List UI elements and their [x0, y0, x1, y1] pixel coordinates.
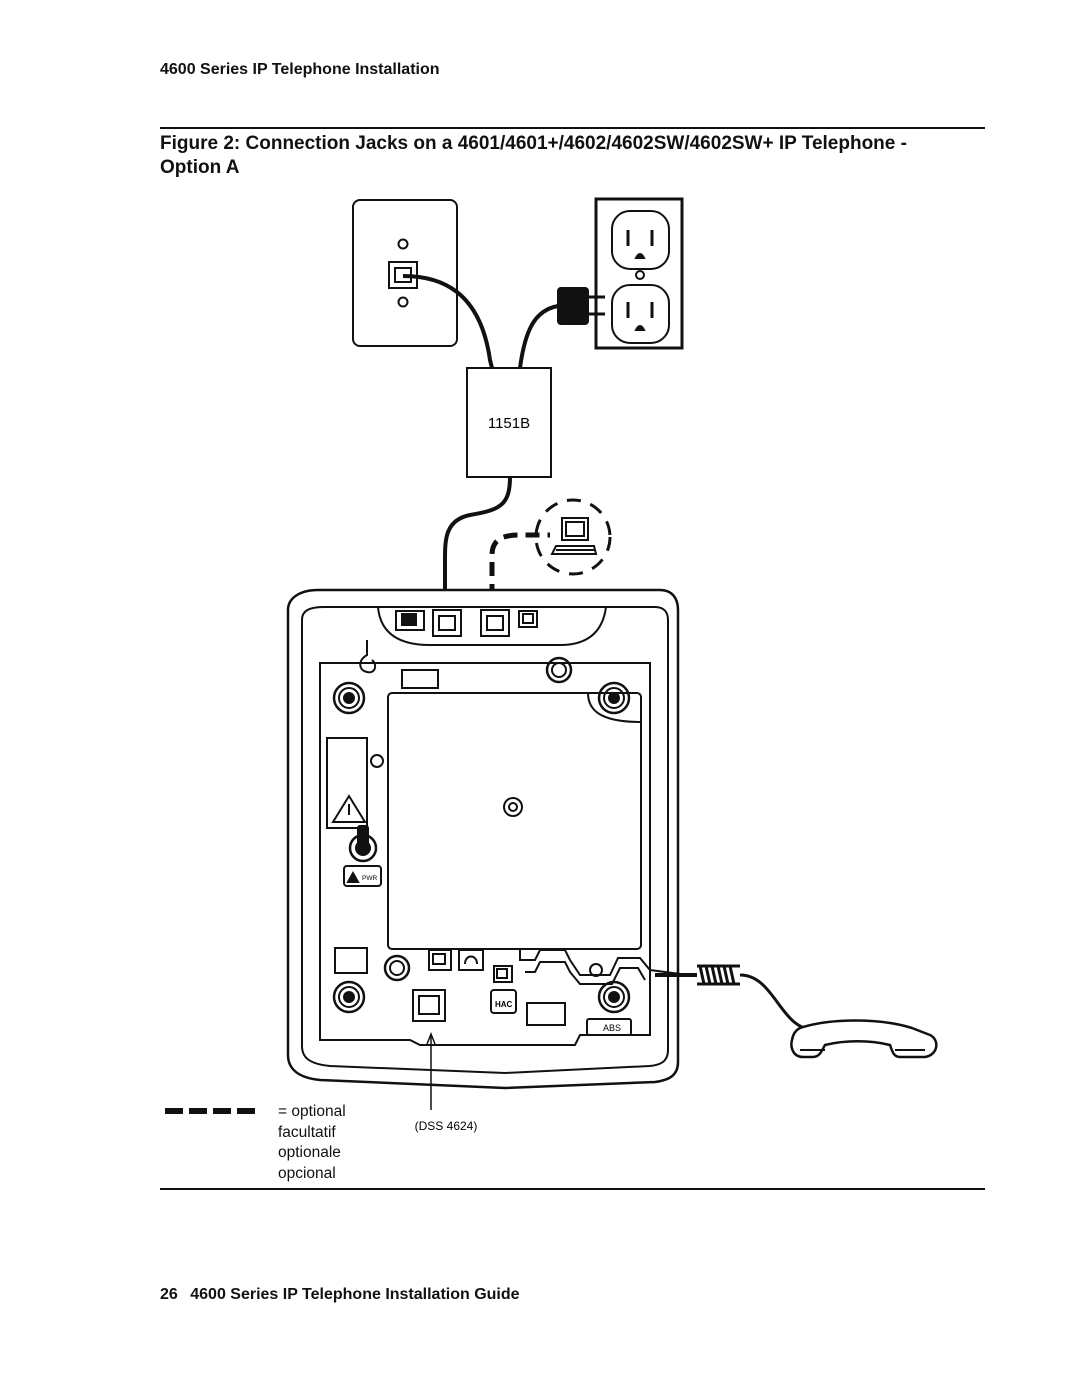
wall-jack-plate [352, 199, 458, 347]
abs-label: ABS [603, 1023, 621, 1033]
power-outlet [594, 197, 684, 350]
running-header: 4600 Series IP Telephone Installation [160, 61, 440, 78]
pc-icon [550, 517, 598, 555]
coiled-cord [697, 964, 740, 986]
top-rule [160, 127, 985, 129]
footer-title: 4600 Series IP Telephone Installation Gu… [190, 1286, 520, 1303]
legend-italian: optionale [278, 1144, 341, 1161]
telephone-base [286, 588, 689, 1090]
page-number: 26 [160, 1286, 178, 1303]
bottom-rule [160, 1188, 985, 1190]
legend: = optional facultatif optionale opcional [278, 1102, 346, 1184]
legend-french: facultatif [278, 1123, 336, 1141]
dss-label: (DSS 4624) [415, 1119, 478, 1133]
power-module-label: 1151B [488, 415, 530, 432]
hac-label: HAC [495, 1000, 513, 1009]
figure-title: Figure 2: Connection Jacks on a 4601/460… [160, 133, 907, 178]
handset [790, 1019, 938, 1059]
legend-spanish: opcional [278, 1164, 336, 1182]
page-footer: 26 4600 Series IP Telephone Installation… [160, 1286, 528, 1304]
pwr-label: PWR [362, 875, 377, 882]
legend-optional: = optional [278, 1103, 346, 1120]
